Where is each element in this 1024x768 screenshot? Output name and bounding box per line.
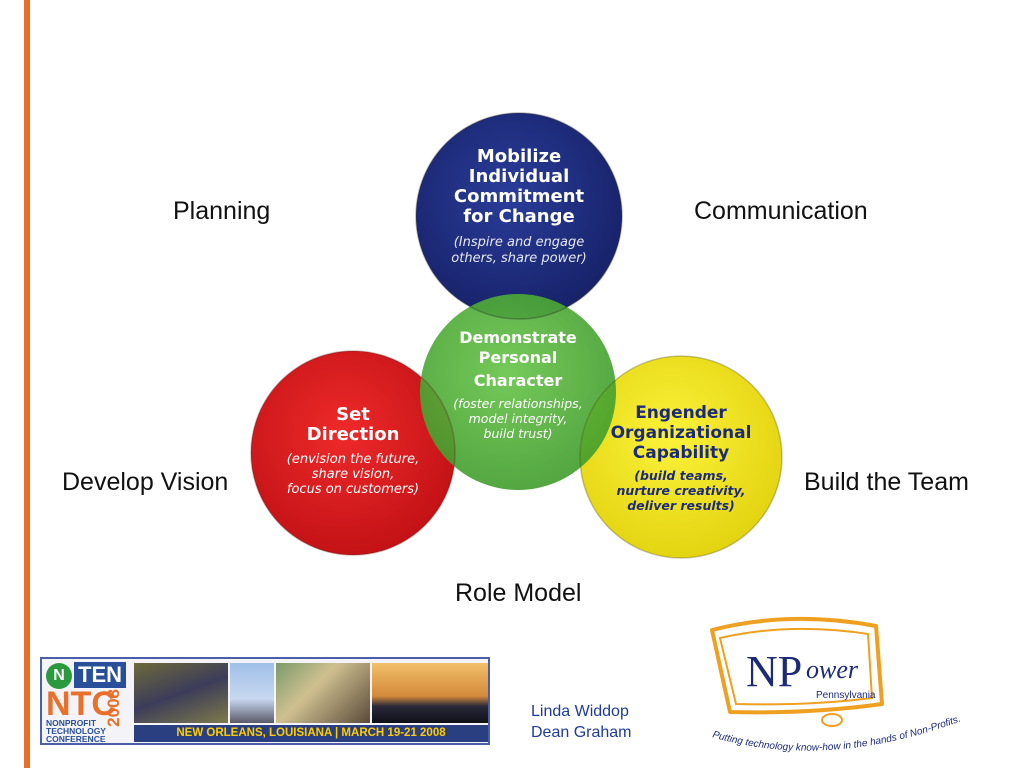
- leadership-venn-diagram: Mobilize Individual Commitment for Chang…: [250, 112, 783, 559]
- character-title-2: Personal: [479, 348, 558, 367]
- character-sub-2: model integrity,: [469, 411, 568, 426]
- npower-state: Pennsylvania: [816, 690, 876, 701]
- capability-sub-3: deliver results): [627, 498, 735, 513]
- conf-line-1: NONPROFIT: [46, 718, 97, 728]
- authors: Linda Widdop Dean Graham: [531, 701, 632, 743]
- nten-badge-icon: N: [46, 663, 72, 689]
- ntc-year: 2008: [104, 689, 123, 727]
- circle-mobilize: [416, 113, 622, 319]
- mobilize-title-1: Mobilize: [477, 146, 561, 167]
- capability-sub-1: (build teams,: [634, 468, 728, 483]
- direction-sub-2: share vision,: [312, 467, 394, 482]
- photo-conference: [276, 663, 370, 723]
- accent-bar: [24, 0, 30, 768]
- circle-direction: [251, 351, 455, 555]
- photo-statue: [230, 663, 274, 723]
- circle-character: [420, 294, 616, 490]
- overlap-outline-capability: [579, 355, 783, 559]
- label-develop-vision: Develop Vision: [62, 468, 229, 496]
- photo-skyline: [372, 663, 488, 723]
- label-role-model: Role Model: [455, 579, 582, 607]
- nten-text: TEN: [74, 662, 126, 688]
- circle-capability: [580, 356, 782, 558]
- mobilize-sub-2: others, share power): [451, 251, 586, 266]
- direction-sub-3: focus on customers): [287, 482, 419, 497]
- mobilize-title-2: Individual: [469, 166, 570, 187]
- direction-sub-1: (envision the future,: [287, 452, 419, 467]
- npower-tagline: Putting technology know-how in the hands…: [711, 714, 962, 754]
- ntc-logo: N TEN NTC 2008 NONPROFIT TECHNOLOGY CONF…: [44, 661, 130, 744]
- overlap-outline-direction: [250, 350, 456, 556]
- direction-title-2: Direction: [307, 424, 400, 445]
- capability-sub-2: nurture creativity,: [617, 483, 746, 498]
- capability-title-2: Organizational: [611, 423, 752, 443]
- mobilize-title-4: for Change: [463, 206, 574, 227]
- conference-banner: N TEN NTC 2008 NONPROFIT TECHNOLOGY CONF…: [40, 657, 490, 745]
- mobilize-sub-1: (Inspire and engage: [454, 235, 585, 250]
- npower-mouse-icon: [821, 713, 843, 727]
- npower-np: NP: [746, 647, 802, 696]
- capability-title-1: Engender: [635, 403, 727, 423]
- ntc-text: NTC: [46, 685, 116, 723]
- label-communication: Communication: [694, 197, 868, 225]
- character-title-3: Character: [474, 371, 563, 390]
- capability-title-3: Capability: [633, 443, 729, 463]
- label-planning: Planning: [173, 197, 271, 225]
- overlap-outline-mobilize: [415, 112, 623, 320]
- conf-line-3: CONFERENCE: [46, 734, 106, 744]
- character-sub-1: (foster relationships,: [453, 396, 582, 411]
- direction-title-1: Set: [336, 404, 370, 425]
- author-2: Dean Graham: [531, 724, 632, 741]
- author-1: Linda Widdop: [531, 703, 629, 720]
- npower-logo: NP ower Pennsylvania Putting technology …: [710, 616, 962, 754]
- label-build-team: Build the Team: [804, 468, 969, 496]
- character-title-1: Demonstrate: [459, 328, 577, 347]
- npower-ower: ower: [806, 655, 859, 684]
- photo-band: [134, 663, 228, 723]
- banner-caption: NEW ORLEANS, LOUISIANA | MARCH 19-21 200…: [134, 725, 488, 742]
- mobilize-title-3: Commitment: [454, 186, 585, 207]
- npower-screen-shape: [710, 616, 884, 715]
- character-sub-3: build trust): [484, 426, 553, 441]
- npower-screen-shape-inner: [718, 627, 874, 706]
- conf-line-2: TECHNOLOGY: [46, 726, 106, 736]
